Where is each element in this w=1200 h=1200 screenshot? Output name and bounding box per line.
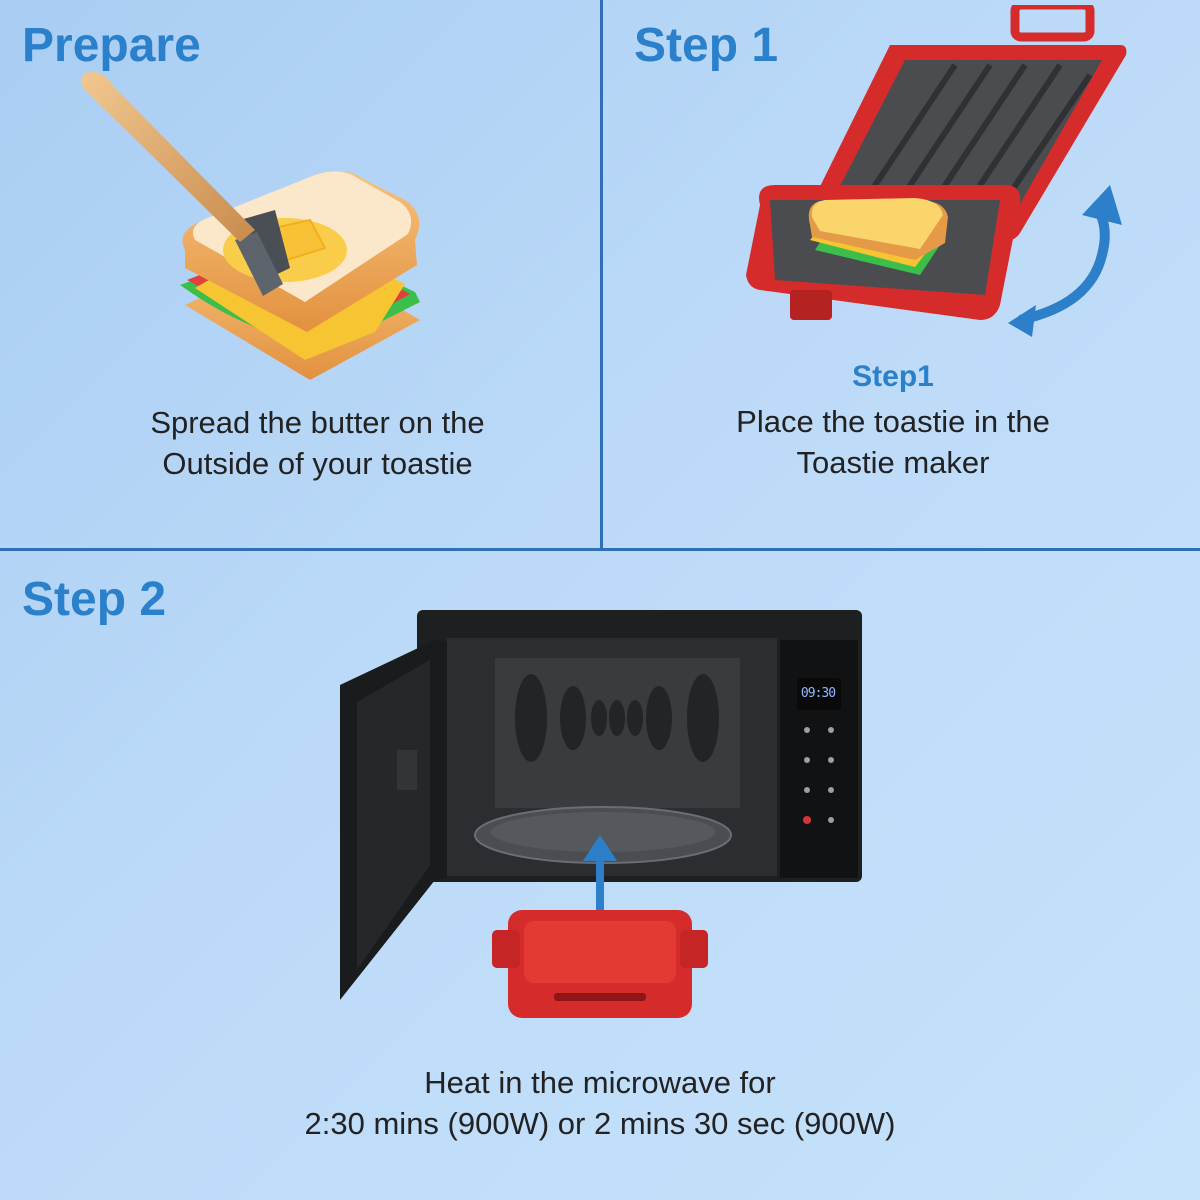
microwave-illustration [340, 610, 862, 1000]
microwave-display: 09:30 [800, 686, 836, 701]
horizontal-divider [0, 548, 1200, 551]
step2-caption-line-1: Heat in the microwave for [424, 1065, 776, 1100]
prepare-heading: Prepare [22, 19, 201, 72]
prepare-caption: Spread the butter on the Outside of your… [50, 402, 585, 484]
buttered-sandwich-illustration [81, 71, 420, 380]
prepare-caption-line-1: Spread the butter on the [150, 405, 485, 440]
step1-heading: Step 1 [634, 19, 779, 72]
vertical-divider [600, 0, 603, 550]
step1-caption-line-1: Place the toastie in the [736, 404, 1050, 439]
step2-caption: Heat in the microwave for 2:30 mins (900… [0, 1062, 1200, 1144]
step2-caption-line-2: 2:30 mins (900W) or 2 mins 30 sec (900W) [304, 1106, 896, 1141]
toastie-maker-closed-illustration [492, 910, 708, 1018]
up-arrow-icon [583, 835, 617, 920]
step2-heading: Step 2 [22, 573, 167, 626]
toastie-maker-open-illustration [746, 5, 1127, 337]
step1-caption: Step1 Place the toastie in the Toastie m… [603, 356, 1183, 483]
step1-caption-line-2: Toastie maker [796, 445, 990, 480]
step1-subheading: Step1 [852, 360, 934, 393]
prepare-caption-line-2: Outside of your toastie [162, 446, 473, 481]
